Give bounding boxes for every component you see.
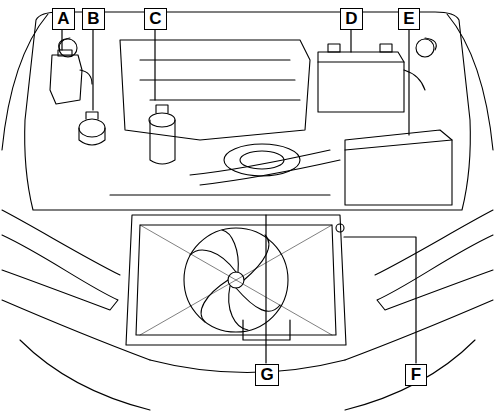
leader-line (408, 30, 409, 135)
car-body (25, 12, 471, 210)
fuse-box (345, 130, 452, 205)
car-body (2, 12, 493, 410)
radiator (140, 225, 332, 335)
washer-reservoir (58, 50, 72, 56)
car-body (345, 300, 493, 360)
leader-line (344, 237, 416, 363)
coolant-reservoir (156, 105, 168, 113)
car-body (345, 340, 475, 410)
battery (328, 44, 340, 52)
callout-letter: B (82, 8, 105, 30)
car-body (377, 235, 493, 310)
radiator (336, 224, 344, 232)
battery (380, 44, 392, 52)
leader-line (243, 215, 290, 363)
battery (318, 61, 404, 62)
coolant-reservoir (149, 113, 175, 127)
fuse-box (345, 140, 452, 150)
car-body (416, 39, 434, 57)
radiator (126, 215, 346, 345)
engine-parts (190, 150, 340, 185)
engine-parts (110, 194, 330, 195)
brake-fluid-reservoir (79, 112, 105, 145)
engine-parts (140, 60, 300, 100)
callout-letter: E (398, 8, 420, 30)
washer-reservoir (80, 70, 92, 84)
brake-fluid-reservoir (86, 112, 98, 119)
car-body (20, 340, 150, 410)
washer-reservoir (50, 55, 82, 104)
callout-letter: F (405, 364, 427, 386)
callout-letter: D (340, 8, 363, 30)
leader-line (154, 30, 155, 100)
brake-fluid-reservoir (79, 128, 105, 145)
callout-letter: A (52, 8, 75, 30)
washer-reservoir (50, 50, 92, 104)
car-body (2, 235, 118, 310)
leader-line (62, 30, 416, 363)
engine-parts (120, 40, 310, 140)
engine-parts (110, 40, 340, 195)
leader-line (350, 30, 351, 52)
leader-line (61, 30, 62, 50)
fuse-box (345, 130, 452, 205)
battery (404, 70, 425, 90)
leader-line (92, 30, 93, 110)
battery (318, 52, 404, 112)
car-body (150, 360, 345, 373)
callout-letter: G (255, 364, 279, 386)
car-body (2, 210, 120, 275)
callout-letter: C (144, 8, 167, 30)
radiator (126, 215, 346, 345)
car-body (375, 210, 493, 275)
radiator (136, 225, 336, 335)
brake-fluid-reservoir (79, 119, 105, 137)
